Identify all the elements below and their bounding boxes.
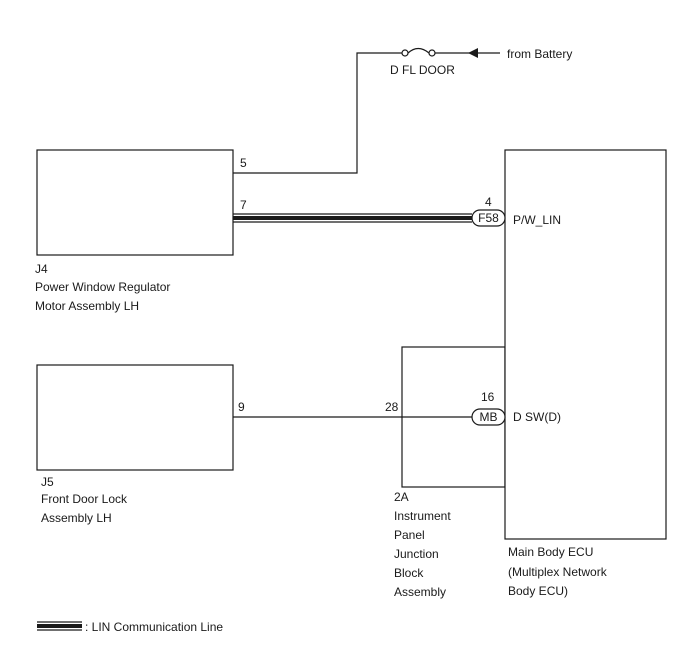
junction-name-line1: Instrument xyxy=(394,509,451,523)
junction-name-line3: Junction xyxy=(394,547,439,561)
connector-mb xyxy=(471,408,506,426)
connector-mb-label: MB xyxy=(480,410,498,424)
j4-component-box xyxy=(36,149,234,256)
ecu-name-line3: Body ECU) xyxy=(508,584,568,598)
j4-pin-7: 7 xyxy=(240,198,247,212)
j5-code: J5 xyxy=(41,475,54,489)
battery-label: from Battery xyxy=(507,47,572,61)
ecu-name-line2: (Multiplex Network xyxy=(508,565,608,579)
legend-label: : LIN Communication Line xyxy=(85,620,223,634)
connector-f58 xyxy=(471,209,506,227)
ecu-pin-16: 16 xyxy=(481,390,495,404)
j4-code: J4 xyxy=(35,262,48,276)
j5-pin-9: 9 xyxy=(238,400,245,414)
junction-name-line5: Assembly xyxy=(394,585,446,599)
battery-arrow-icon xyxy=(468,48,478,58)
fuse-label: D FL DOOR xyxy=(390,63,455,77)
lin-communication-line xyxy=(233,213,472,223)
j4-name-line1: Power Window Regulator xyxy=(35,280,170,294)
j4-name-line2: Motor Assembly LH xyxy=(35,299,139,313)
fuse-symbol xyxy=(401,47,436,57)
junction-name-line2: Panel xyxy=(394,528,425,542)
junction-code: 2A xyxy=(394,490,409,504)
j5-component-box xyxy=(36,364,234,471)
j4-pin-5: 5 xyxy=(240,156,247,170)
junction-name-line4: Block xyxy=(394,566,424,580)
connector-f58-label: F58 xyxy=(478,211,499,225)
ecu-signal-pw-lin: P/W_LIN xyxy=(513,213,561,227)
ecu-pin-4: 4 xyxy=(485,195,492,209)
power-wire xyxy=(233,52,402,174)
ecu-signal-d-sw: D SW(D) xyxy=(513,410,561,424)
legend-lin-symbol xyxy=(37,621,82,631)
ecu-name-line1: Main Body ECU xyxy=(508,545,593,559)
ecu-box xyxy=(504,149,667,540)
junction-pin-28: 28 xyxy=(385,400,399,414)
j5-name-line1: Front Door Lock xyxy=(41,492,128,506)
j5-name-line2: Assembly LH xyxy=(41,511,112,525)
